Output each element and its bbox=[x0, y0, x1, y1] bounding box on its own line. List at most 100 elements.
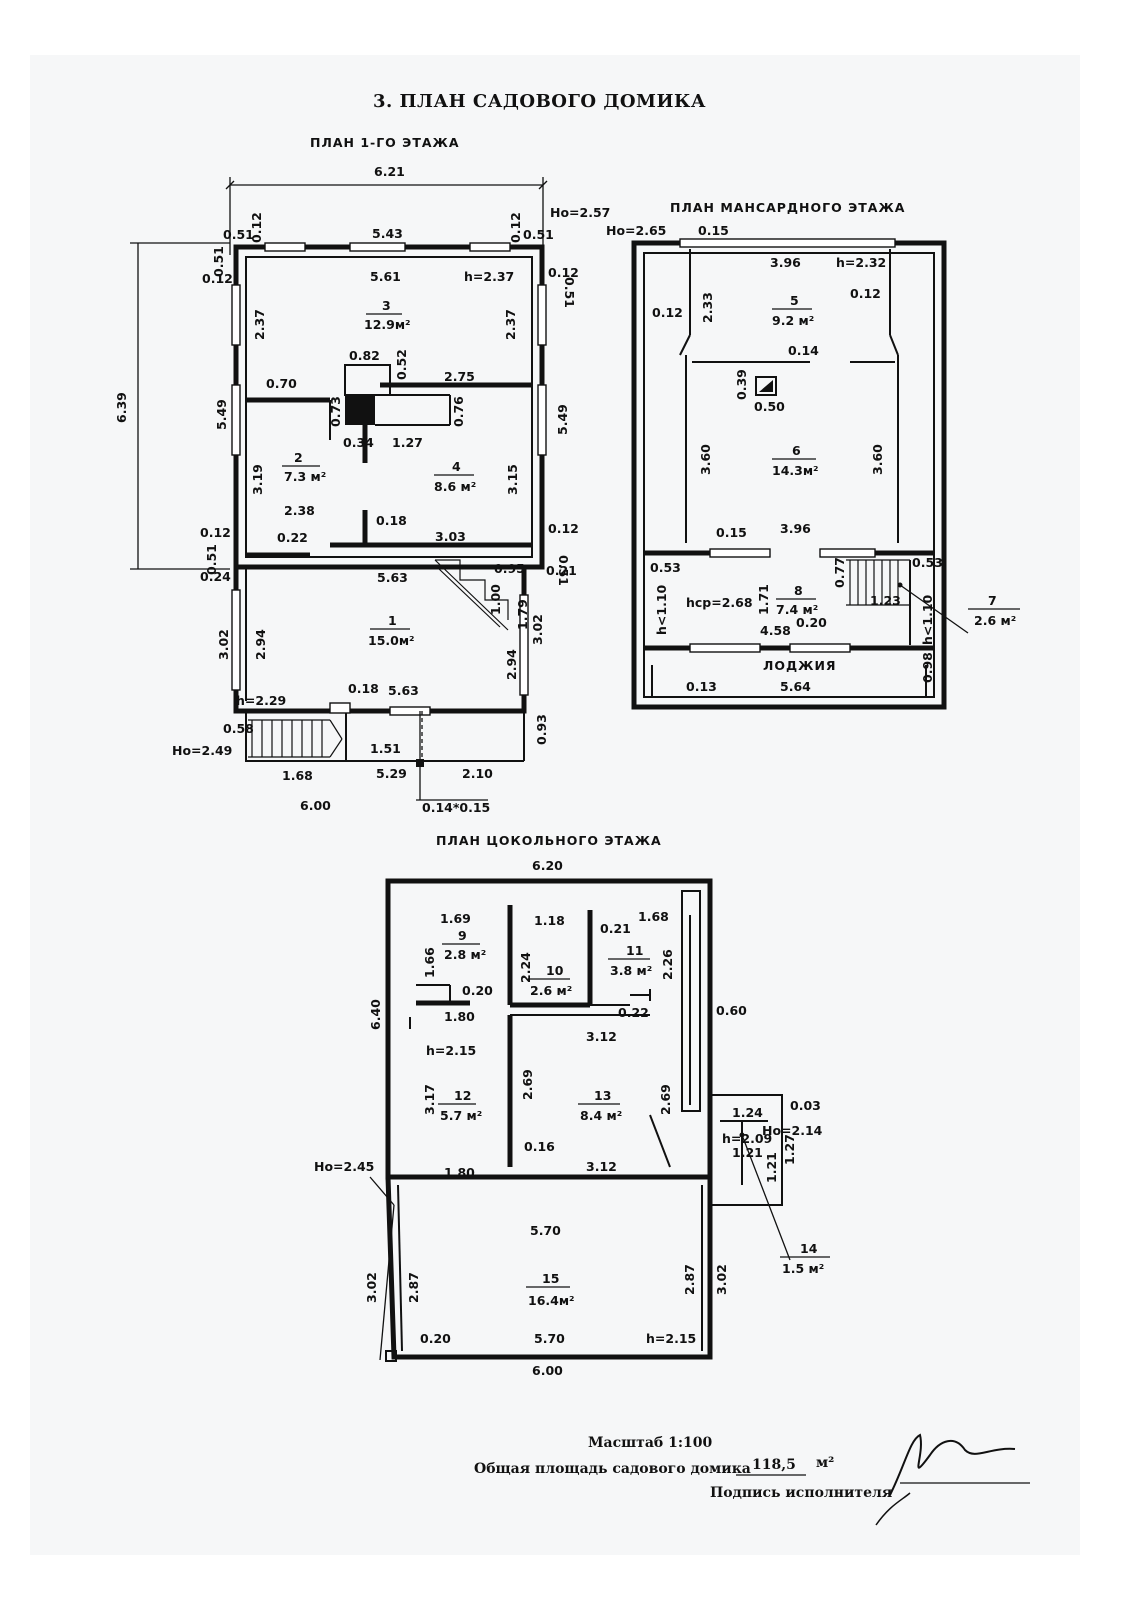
ff-dim: 0.76 bbox=[451, 396, 466, 427]
ff-dim: 0.51 bbox=[211, 246, 226, 277]
ff-room-area: 15.0м² bbox=[368, 633, 415, 648]
ff-dim: 2.94 bbox=[253, 629, 268, 660]
ff-dim: 0.12 bbox=[548, 265, 579, 280]
ff-dim: 0.22 bbox=[277, 530, 308, 545]
ff-room-area: 12.9м² bbox=[364, 317, 411, 332]
attic-ho: Но=2.65 bbox=[606, 223, 666, 238]
bs-room-number: 10 bbox=[546, 963, 564, 978]
bs-room-area: 2.8 м² bbox=[444, 947, 486, 962]
total-area-unit: м² bbox=[816, 1455, 834, 1471]
bs-dim: 1.21 bbox=[732, 1145, 763, 1160]
bs-dim: 1.69 bbox=[440, 911, 471, 926]
ff-dim: 0.51 bbox=[562, 277, 577, 308]
ff-width-bottom: 6.00 bbox=[300, 798, 331, 813]
attic-dim: 3.96 bbox=[780, 521, 811, 536]
ff-dim: 0.24 bbox=[200, 569, 231, 584]
bs-dim: 0.16 bbox=[524, 1139, 555, 1154]
attic-floor-plan: ПЛАН МАНСАРДНОГО ЭТАЖА Но=2.65 bbox=[606, 200, 1020, 710]
ff-dim: 0.70 bbox=[266, 376, 297, 391]
ff-ho-top: Но=2.57 bbox=[550, 205, 610, 220]
ff-dim: 0.58 bbox=[223, 721, 254, 736]
ff-dim: 1.00 bbox=[488, 584, 503, 615]
ff-dim: 3.02 bbox=[530, 614, 545, 645]
ff-dim: 1.79 bbox=[515, 599, 530, 630]
bs-dim: 2.26 bbox=[660, 949, 675, 980]
ff-overall-depth: 6.39 bbox=[114, 392, 129, 423]
attic-dim: 3.60 bbox=[870, 444, 885, 475]
bs-dim: 0.21 bbox=[600, 921, 631, 936]
ff-dim: 0.93 bbox=[534, 714, 549, 745]
ff-ho-bottom: Но=2.49 bbox=[172, 743, 232, 758]
attic-dim: 2.33 bbox=[700, 292, 715, 323]
ff-dim: 0.51 bbox=[223, 227, 254, 242]
attic-dim: 3.96 bbox=[770, 255, 801, 270]
ff-dim: 0.73 bbox=[328, 396, 343, 427]
bs-dim: 1.27 bbox=[782, 1134, 797, 1165]
ff-dim: 5.63 bbox=[388, 683, 419, 698]
ff-dim: 0.52 bbox=[394, 349, 409, 380]
bs-room-number: 14 bbox=[800, 1241, 818, 1256]
attic-room-area: 2.6 м² bbox=[974, 613, 1016, 628]
attic-room-area: 7.4 м² bbox=[776, 602, 818, 617]
first-floor-plan: ПЛАН 1-ГО ЭТАЖА 6.21 6.39 Но=2.57 bbox=[114, 135, 610, 815]
bs-room-height: h=2.15 bbox=[646, 1331, 696, 1346]
bs-dim: 1.68 bbox=[638, 909, 669, 924]
ff-dim: 2.10 bbox=[462, 766, 493, 781]
bs-dim: 3.17 bbox=[422, 1084, 437, 1115]
bs-dim: 1.80 bbox=[444, 1009, 475, 1024]
ff-column: 0.14*0.15 bbox=[422, 800, 490, 815]
ff-room-height: h=2.37 bbox=[464, 269, 514, 284]
ff-overall-width: 6.21 bbox=[374, 164, 405, 179]
plan-sheet: 3. ПЛАН САДОВОГО ДОМИКА ПЛАН 1-ГО ЭТАЖА … bbox=[30, 55, 1080, 1555]
ff-dim: 5.29 bbox=[376, 766, 407, 781]
bs-dim: 0.20 bbox=[420, 1331, 451, 1346]
bs-dim: 0.22 bbox=[618, 1005, 649, 1020]
attic-dim: 0.53 bbox=[912, 555, 943, 570]
bs-room-number: 11 bbox=[626, 943, 643, 958]
ff-dim: 2.38 bbox=[284, 503, 315, 518]
attic-dim: 5.64 bbox=[780, 679, 811, 694]
total-area-label: Общая площадь садового домика bbox=[474, 1461, 751, 1477]
bs-dim: 2.69 bbox=[658, 1084, 673, 1115]
attic-room-number: 8 bbox=[794, 583, 803, 598]
bs-room-height: h=2.09 bbox=[722, 1131, 772, 1146]
ff-room-area: 8.6 м² bbox=[434, 479, 476, 494]
ff-dim: 0.95 bbox=[494, 561, 525, 576]
ff-room-number: 3 bbox=[382, 298, 391, 313]
ff-room-number: 1 bbox=[388, 613, 397, 628]
bs-dim: 5.70 bbox=[530, 1223, 561, 1238]
bs-dim: 6.00 bbox=[532, 1363, 563, 1378]
bs-room-area: 3.8 м² bbox=[610, 963, 652, 978]
ff-dim: 1.68 bbox=[282, 768, 313, 783]
attic-dim: 0.15 bbox=[698, 223, 729, 238]
bs-room-number: 13 bbox=[594, 1088, 611, 1103]
ff-dim: 0.12 bbox=[249, 212, 264, 243]
bs-room-area: 2.6 м² bbox=[530, 983, 572, 998]
bs-room-area: 1.5 м² bbox=[782, 1261, 824, 1276]
ff-room-number: 2 bbox=[294, 450, 303, 465]
attic-room-number: 6 bbox=[792, 443, 801, 458]
ff-dim: 0.51 bbox=[556, 555, 571, 586]
attic-room-number: 5 bbox=[790, 293, 799, 308]
attic-dim: 0.98 bbox=[920, 652, 935, 683]
ff-dim: 5.49 bbox=[214, 399, 229, 430]
ff-dim: 3.19 bbox=[250, 464, 265, 495]
attic-dim: 4.58 bbox=[760, 623, 791, 638]
attic-dim: 3.60 bbox=[698, 444, 713, 475]
attic-dim: 0.77 bbox=[832, 557, 847, 588]
ff-dim: 5.43 bbox=[372, 226, 403, 241]
attic-dim: 0.12 bbox=[850, 286, 881, 301]
bs-dim: 3.12 bbox=[586, 1029, 617, 1044]
bs-dim: 1.66 bbox=[422, 947, 437, 978]
attic-dim: 0.53 bbox=[650, 560, 681, 575]
attic-dim: 0.14 bbox=[788, 343, 819, 358]
bs-overall-depth: 6.40 bbox=[368, 999, 383, 1030]
ff-dim: 3.15 bbox=[505, 464, 520, 495]
attic-loggia-label: ЛОДЖИЯ bbox=[763, 658, 837, 673]
attic-dim: 0.20 bbox=[796, 615, 827, 630]
ff-dim: 0.12 bbox=[548, 521, 579, 536]
document-heading: 3. ПЛАН САДОВОГО ДОМИКА bbox=[373, 91, 706, 112]
ff-dim: 0.82 bbox=[349, 348, 380, 363]
attic-dim: 0.13 bbox=[686, 679, 717, 694]
bs-dim: 3.02 bbox=[714, 1264, 729, 1295]
